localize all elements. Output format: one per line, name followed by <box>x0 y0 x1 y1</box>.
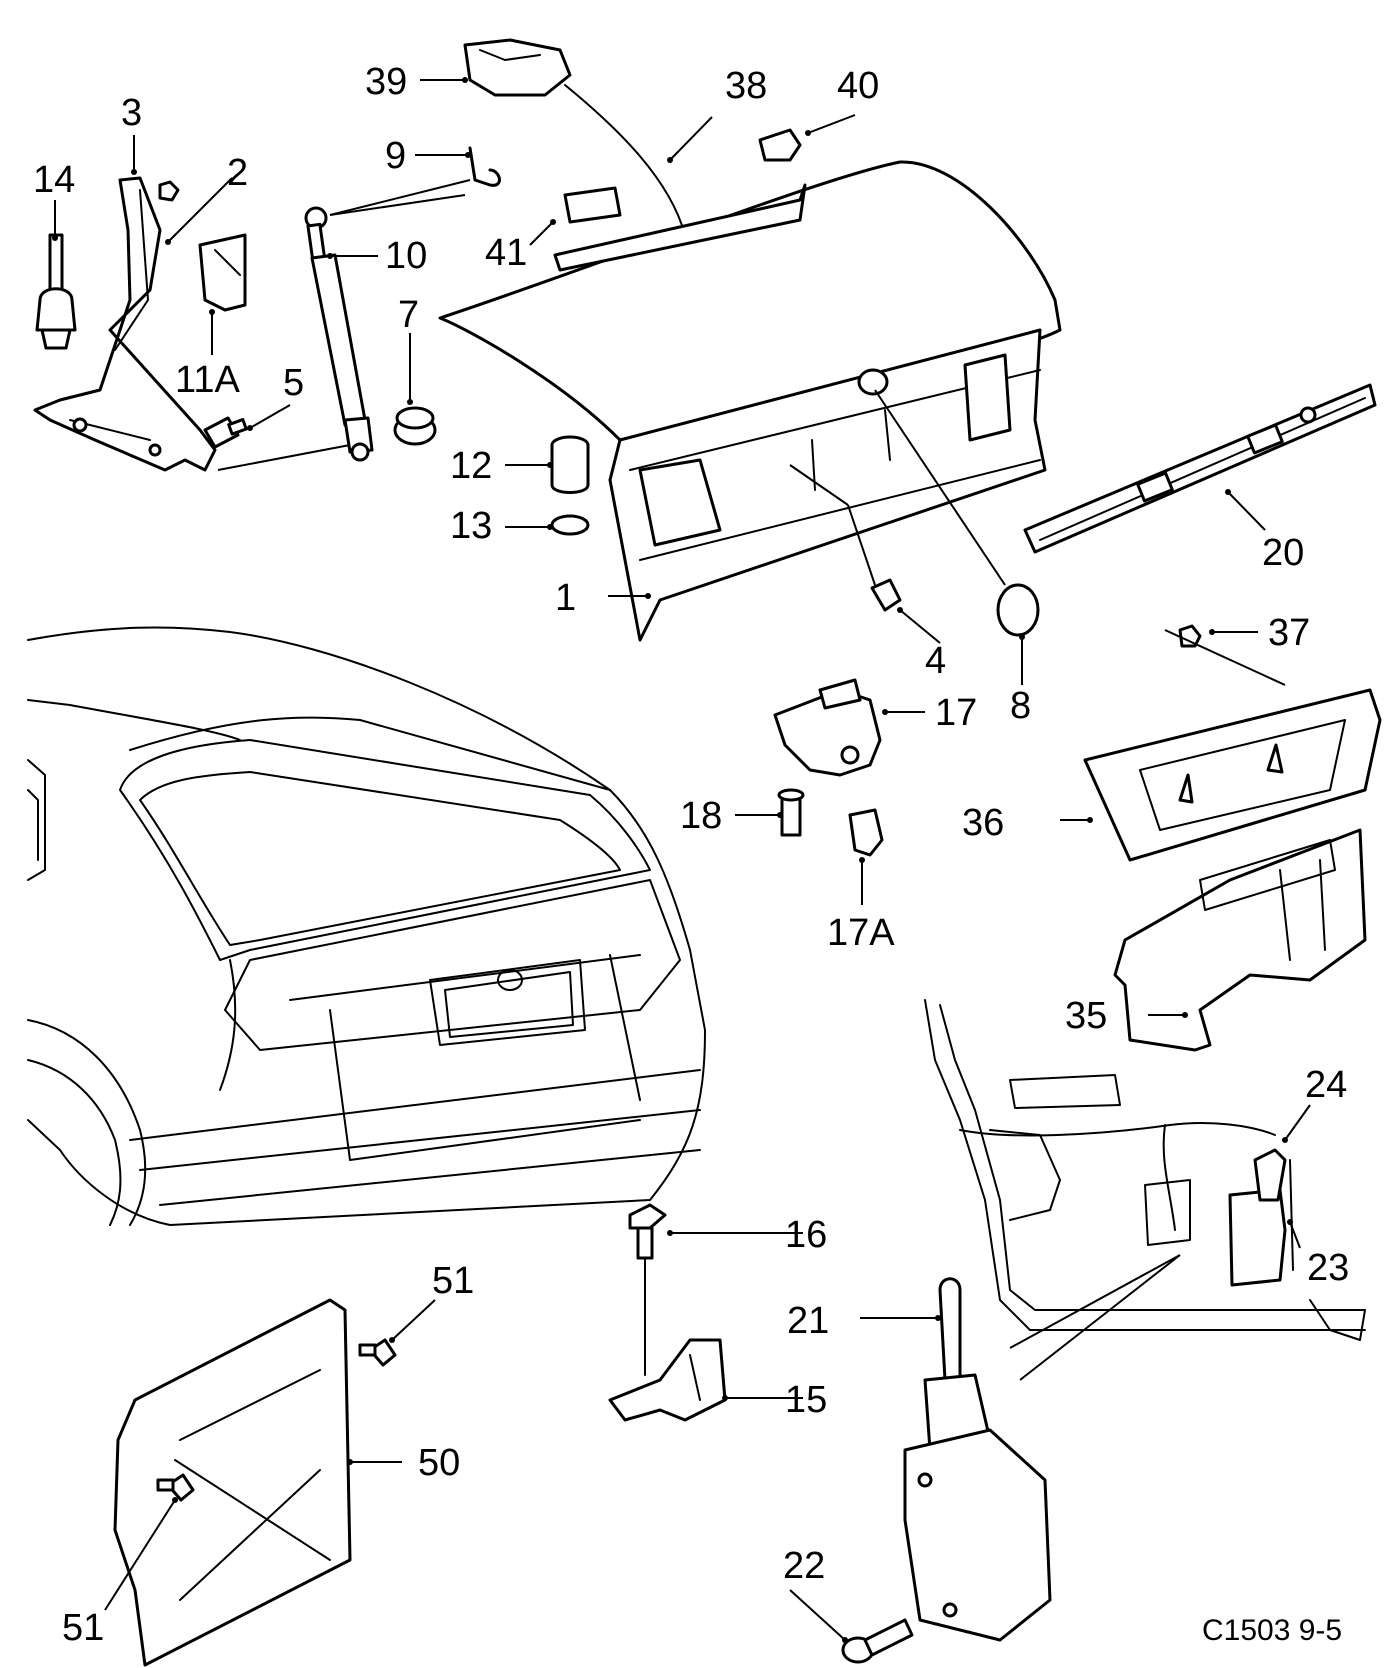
part-17-lock <box>773 678 882 777</box>
car-rear-view <box>27 626 706 1226</box>
label-24: 24 <box>1305 1064 1347 1106</box>
label-37: 37 <box>1268 612 1310 654</box>
part-12-buffer <box>550 435 590 494</box>
diagram-code: C1503 9-5 <box>1202 1614 1342 1647</box>
callout-labels: 1 2 3 4 5 7 8 9 10 11A 12 13 14 15 16 17… <box>33 61 1349 1649</box>
label-17: 17 <box>935 692 977 734</box>
label-18: 18 <box>680 795 722 837</box>
label-7: 7 <box>398 294 419 336</box>
label-4: 4 <box>925 640 946 682</box>
label-17a: 17A <box>827 912 895 954</box>
part-40-clip <box>758 128 802 162</box>
part-10-gas-strut <box>304 206 374 462</box>
label-10: 10 <box>385 235 427 277</box>
part-51-bolt-upper <box>358 1338 397 1367</box>
label-12: 12 <box>450 445 492 487</box>
part-2-3-hinge <box>33 176 217 472</box>
part-4-plug <box>870 578 902 612</box>
part-16-bolt <box>628 1203 667 1376</box>
part-14-bump-stop <box>35 233 77 350</box>
part-5-bolt <box>203 416 248 449</box>
part-41-pad <box>563 186 622 224</box>
part-22-bolt <box>841 1618 914 1664</box>
label-39: 39 <box>365 61 407 103</box>
label-35: 35 <box>1065 995 1107 1037</box>
trunk-lid <box>438 160 1062 642</box>
part-50-panel <box>113 1298 352 1667</box>
part-7-grommet <box>393 406 437 446</box>
label-11a: 11A <box>175 359 240 401</box>
label-51-upper: 51 <box>432 1260 474 1302</box>
label-21: 21 <box>787 1300 829 1342</box>
part-37-nut <box>1178 624 1202 648</box>
trunk-interior-view <box>924 999 1366 1341</box>
label-23: 23 <box>1307 1247 1349 1289</box>
part-17a-clip <box>848 808 884 857</box>
part-13-o-ring <box>550 514 590 536</box>
part-51-bolt-lower <box>156 1473 195 1502</box>
label-36: 36 <box>962 802 1004 844</box>
label-13: 13 <box>450 505 492 547</box>
label-5: 5 <box>283 362 304 404</box>
leader-lines <box>52 77 1311 1643</box>
label-22: 22 <box>783 1545 825 1587</box>
label-20: 20 <box>1262 532 1304 574</box>
label-16: 16 <box>785 1214 827 1256</box>
label-3: 3 <box>121 92 142 134</box>
label-40: 40 <box>837 65 879 107</box>
part-9-clip <box>468 146 501 187</box>
part-18-screw <box>777 788 805 837</box>
label-15: 15 <box>785 1379 827 1421</box>
label-2: 2 <box>227 152 248 194</box>
label-1: 1 <box>555 577 576 619</box>
part-21-actuator <box>903 1277 1052 1642</box>
part-35-trim-panel <box>1113 828 1367 1052</box>
part-15-striker <box>608 1338 727 1422</box>
label-8: 8 <box>1010 685 1031 727</box>
part-38-cable <box>553 84 807 272</box>
part-36-plate-garnish <box>1083 688 1382 862</box>
label-50: 50 <box>418 1442 460 1484</box>
label-51-lower: 51 <box>62 1607 104 1649</box>
part-8-cap <box>996 583 1040 637</box>
part-20-garnish <box>1023 383 1377 554</box>
label-9: 9 <box>385 135 406 177</box>
label-38: 38 <box>725 65 767 107</box>
part-39-handle <box>463 38 572 97</box>
label-41: 41 <box>485 232 527 274</box>
label-14: 14 <box>33 159 75 201</box>
part-11a-bracket <box>198 233 247 312</box>
